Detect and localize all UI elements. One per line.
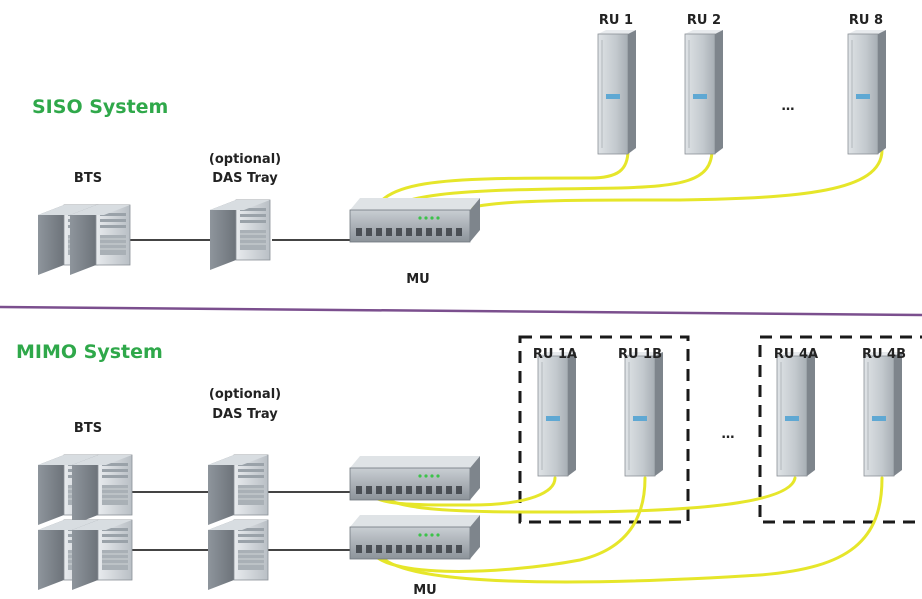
master-unit-rack-icon (349, 197, 481, 243)
server-tower-icon (69, 204, 131, 276)
remote-unit-icon (684, 29, 724, 155)
siso-das-label-optional: (optional) (209, 152, 281, 167)
mimo-title: MIMO System (16, 341, 163, 363)
server-tower-icon (71, 519, 133, 591)
remote-unit-icon (847, 29, 887, 155)
siso-das-label-tray: DAS Tray (212, 171, 278, 186)
remote-unit-icon (863, 351, 903, 477)
remote-unit-icon (537, 351, 577, 477)
siso-mu-label: MU (406, 272, 430, 287)
mimo-ellipsis: … (722, 427, 735, 442)
remote-unit-icon (624, 351, 664, 477)
remote-unit-icon (597, 29, 637, 155)
siso-title: SISO System (32, 96, 168, 118)
master-unit-rack-icon (349, 455, 481, 501)
server-tower-icon (209, 199, 271, 271)
siso-ellipsis: … (782, 99, 795, 114)
mimo-bts-label: BTS (74, 421, 102, 436)
mimo-ru-label: RU 1B (618, 347, 662, 362)
mimo-mu-label: MU (413, 583, 437, 598)
server-tower-icon (207, 454, 269, 526)
fiber-ru8 (444, 148, 884, 227)
mimo-ru-label: RU 4B (862, 347, 906, 362)
siso-ru-label: RU 2 (687, 13, 721, 28)
master-unit-rack-icon (349, 514, 481, 560)
siso-ru-label: RU 8 (849, 13, 883, 28)
mimo-das-label-tray: DAS Tray (212, 407, 278, 422)
siso-ru-label: RU 1 (599, 13, 633, 28)
mimo-fiber-links (366, 476, 884, 584)
siso-bts-label: BTS (74, 171, 102, 186)
ru-group-4-box (758, 335, 922, 524)
fiber-ru4b (376, 476, 884, 584)
section-divider (0, 305, 922, 317)
server-tower-icon (207, 519, 269, 591)
mimo-ru-label: RU 1A (533, 347, 577, 362)
fiber-ru4a (374, 476, 797, 514)
server-tower-icon (71, 454, 133, 526)
mimo-ru-label: RU 4A (774, 347, 818, 362)
ru-group-1-box (518, 335, 690, 524)
mimo-das-label-optional: (optional) (209, 387, 281, 402)
remote-unit-icon (776, 351, 816, 477)
